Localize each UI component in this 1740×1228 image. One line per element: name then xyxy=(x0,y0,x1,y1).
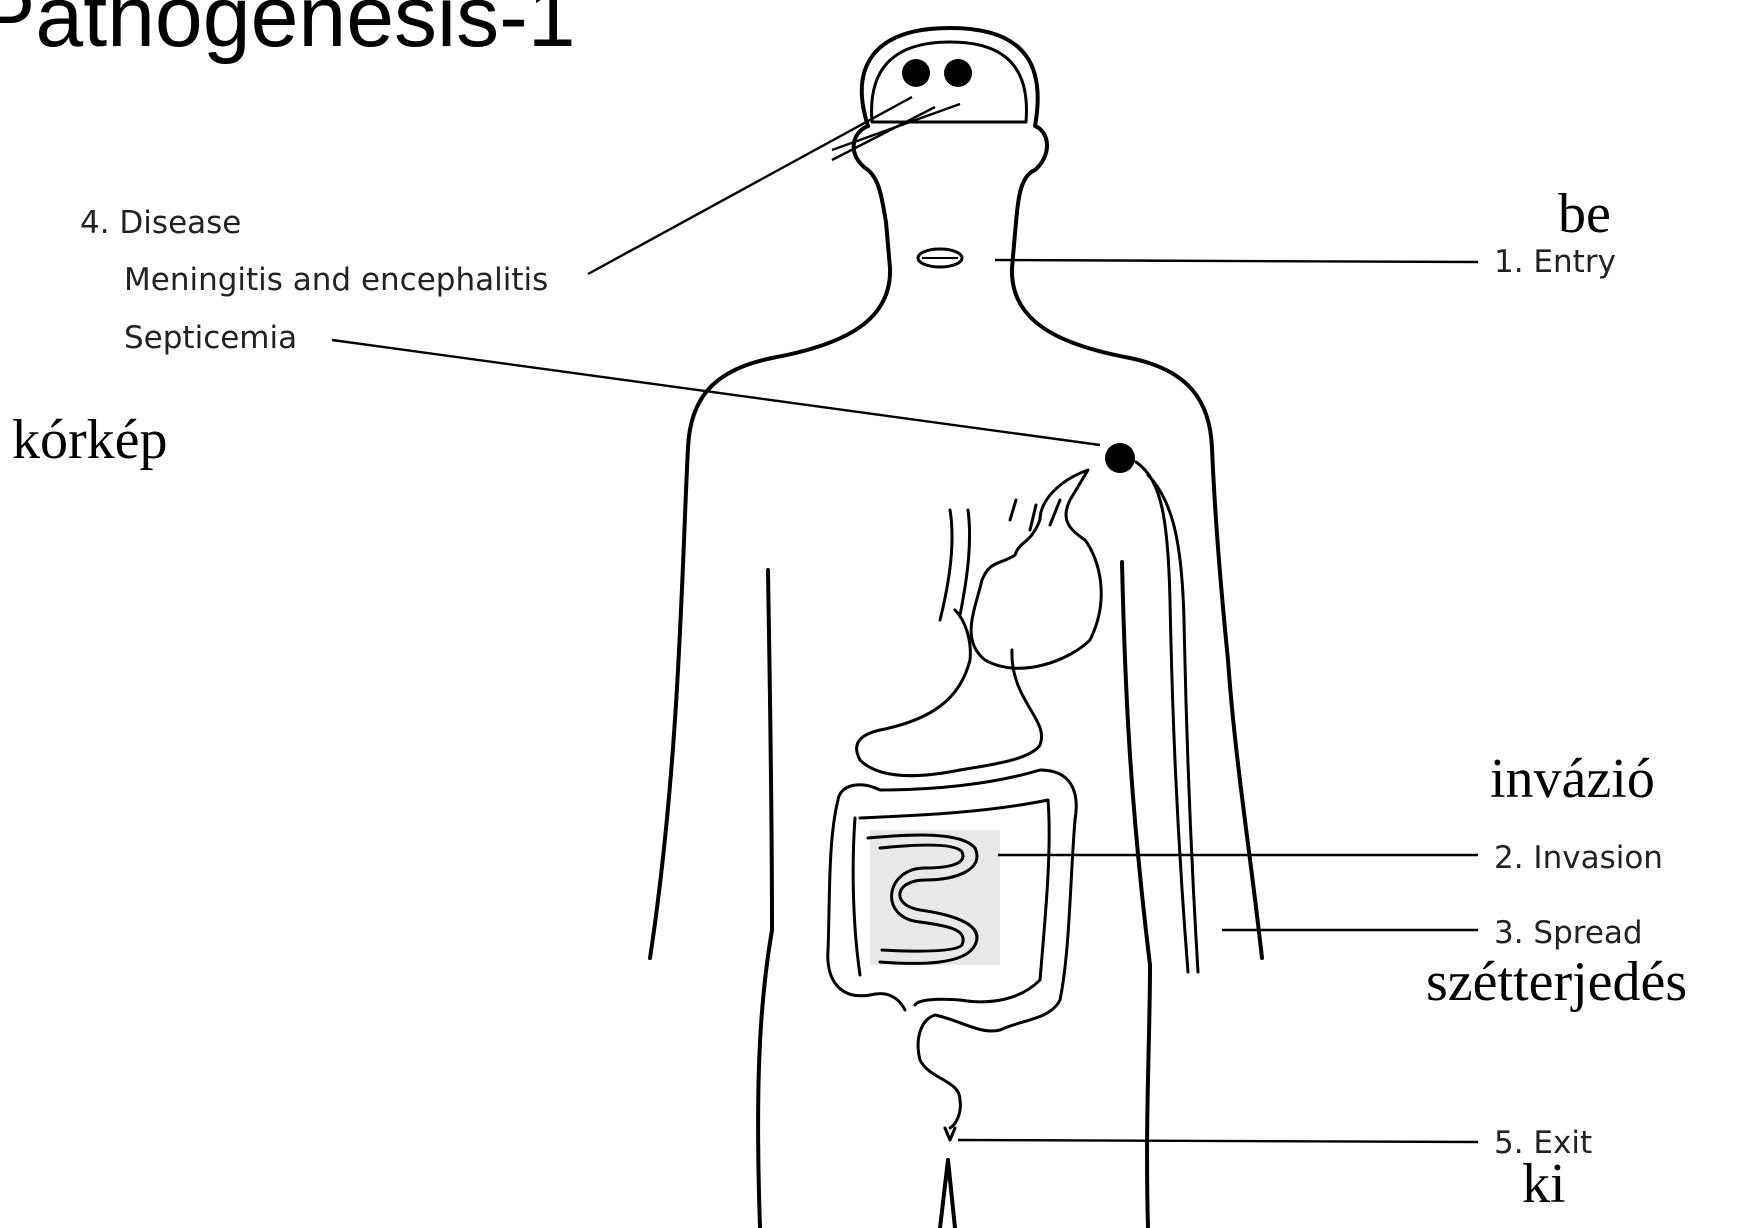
hu-label-exit: ki xyxy=(1522,1153,1566,1215)
stomach xyxy=(857,610,1042,776)
label-entry: 1. Entry xyxy=(1494,244,1616,280)
septicemia-leader xyxy=(332,340,1100,445)
brain-infection-dot-right xyxy=(944,59,972,87)
brain-infection-dot-left xyxy=(902,59,930,87)
label-spread: 3. Spread xyxy=(1494,915,1643,951)
page-title: Pathogenesis-1 xyxy=(0,0,576,65)
leader-lines xyxy=(332,97,1478,1142)
meningitis-leader-1 xyxy=(588,97,912,274)
label-disease: 4. Disease xyxy=(80,205,241,241)
label-meningitis: Meningitis and encephalitis xyxy=(124,262,548,298)
throat-entry-icon xyxy=(918,249,962,267)
label-invasion: 2. Invasion xyxy=(1494,840,1663,876)
hu-label-disease: kórkép xyxy=(12,409,168,471)
small-intestine xyxy=(870,830,1000,965)
exit-leader xyxy=(958,1140,1478,1142)
blood-vessel xyxy=(1136,462,1198,972)
label-septicemia: Septicemia xyxy=(124,320,297,356)
anus-exit-icon xyxy=(945,1128,955,1140)
heart xyxy=(940,470,1101,668)
hu-label-spread: szétterjedés xyxy=(1426,951,1687,1013)
entry-leader xyxy=(995,260,1478,262)
hu-label-invasion: invázió xyxy=(1490,748,1655,810)
hu-label-entry: be xyxy=(1558,183,1611,245)
bloodstream-dot xyxy=(1105,443,1135,473)
